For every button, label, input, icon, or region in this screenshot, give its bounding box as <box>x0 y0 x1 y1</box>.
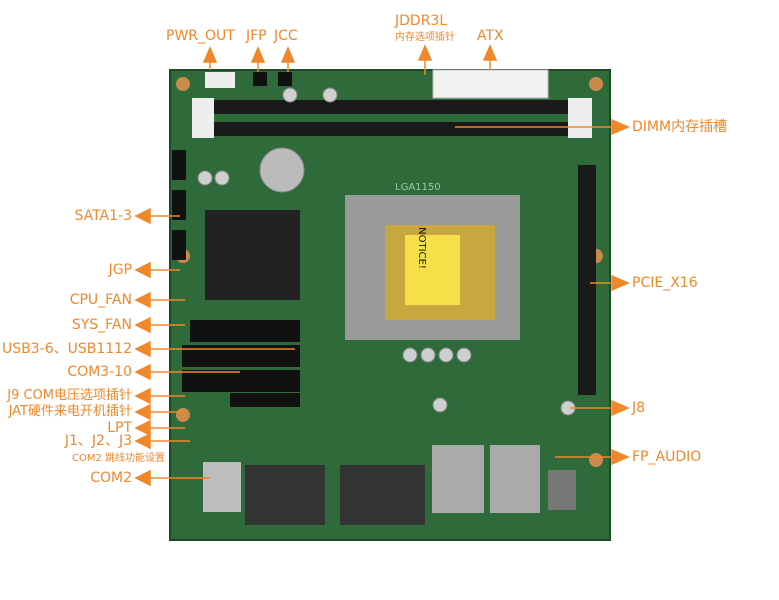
label-jddr3l: JDDR3L <box>395 13 448 29</box>
label-sys-fan: SYS_FAN <box>71 317 132 333</box>
sata-connectors <box>172 150 186 260</box>
atx-connector <box>432 69 549 99</box>
label-jcc: JCC <box>274 28 298 44</box>
usb-lan-port-2 <box>490 445 540 513</box>
socket-text: LGA1150 <box>395 182 441 193</box>
label-lpt: LPT <box>107 420 132 436</box>
pin-headers <box>182 320 300 407</box>
leader-lines <box>134 44 630 487</box>
label-jat: JAT硬件来电开机插针 <box>8 404 132 419</box>
label-atx: ATX <box>477 28 504 44</box>
label-com2: COM2 <box>90 470 132 486</box>
label-jfp: JFP <box>246 28 267 44</box>
chipset-heatsink <box>205 210 300 300</box>
usb-lan-port-1 <box>432 445 484 513</box>
label-j8: J8 <box>632 400 646 416</box>
com-port-1 <box>245 465 325 525</box>
jfp-header <box>253 72 267 86</box>
capacitors <box>197 87 576 416</box>
label-fp-audio: FP_AUDIO <box>632 449 702 465</box>
label-j1-j2-j3-sub: COM2 跳线功能设置 <box>71 453 165 464</box>
dimm-slots <box>192 98 592 138</box>
notice-sticker <box>405 235 460 305</box>
com-port-2 <box>340 465 425 525</box>
label-pcie: PCIE_X16 <box>632 275 698 291</box>
label-com3-10: COM3-10 <box>67 364 132 380</box>
pcie-x16-slot <box>578 165 596 395</box>
label-cpu-fan: CPU_FAN <box>69 292 132 308</box>
label-j1-j2-j3: J1、J2、J3 <box>64 433 132 449</box>
ps2-port <box>203 462 241 512</box>
audio-jack <box>548 470 576 510</box>
label-dimm: DIMM内存插槽 <box>632 119 728 135</box>
label-jddr3l-sub: 内存选项插针 <box>395 32 455 43</box>
cmos-battery <box>259 147 305 193</box>
label-usb: USB3-6、USB1112 <box>2 341 132 357</box>
pwr-out-connector <box>205 72 235 88</box>
label-jgp: JGP <box>108 262 132 278</box>
label-pwr-out: PWR_OUT <box>166 28 235 44</box>
jcc-header <box>278 72 292 86</box>
label-sata: SATA1-3 <box>74 208 132 224</box>
label-j9: J9 COM电压选项插针 <box>7 388 132 403</box>
notice-text: NOTICE! <box>415 227 427 269</box>
